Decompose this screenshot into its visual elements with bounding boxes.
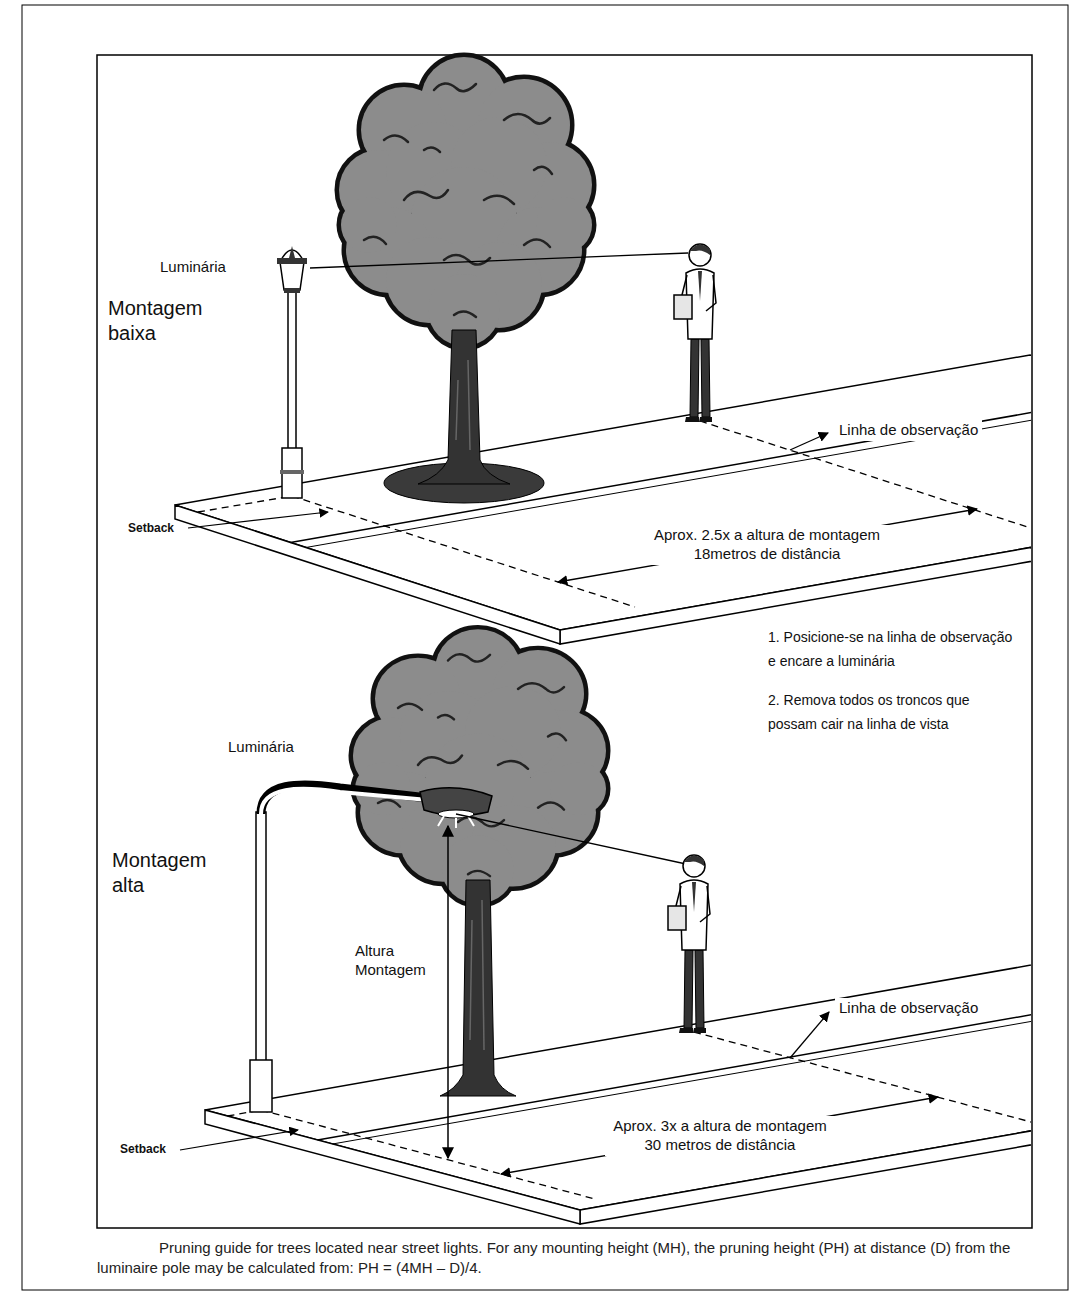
leader-arrow [790, 433, 828, 450]
leader-arrow [188, 512, 328, 528]
observer-figure [674, 244, 716, 422]
sidewalk-slab-bottom [205, 960, 1031, 1224]
leader-arrow [180, 1130, 298, 1150]
observation-label: Linha de observação [835, 998, 982, 1019]
observation-label: Linha de observação [835, 420, 982, 441]
sight-line [456, 814, 686, 864]
tree-top [337, 55, 594, 503]
distance-label: Aprox. 2.5x a altura de montagem 18metro… [643, 525, 891, 565]
figure-caption: Pruning guide for trees located near str… [97, 1238, 1032, 1278]
luminaire-label: Luminária [160, 258, 226, 277]
high-lamp-post [250, 785, 492, 1112]
distance-label: Aprox. 3x a altura de montagem 30 metros… [605, 1116, 835, 1156]
low-lamp-post [277, 246, 307, 498]
instruction-note: 2. Remova todos os troncos que possam ca… [768, 688, 983, 736]
height-label: Altura Montagem [355, 942, 435, 980]
instruction-note: 1. Posicione-se na linha de observação e… [768, 625, 1018, 673]
sight-line [310, 253, 688, 268]
height-arrow [447, 826, 449, 1158]
sidewalk-slab-top [175, 355, 1031, 644]
leader-arrow [790, 1012, 829, 1058]
panel-title: Montagem baixa [108, 296, 223, 346]
distance-arrow [558, 509, 977, 582]
setback-label: Setback [128, 521, 174, 536]
setback-label: Setback [120, 1142, 166, 1157]
tree-bottom [351, 627, 608, 1096]
observer-figure [668, 855, 710, 1033]
panel-title: Montagem alta [112, 848, 227, 898]
luminaire-label: Luminária [228, 738, 294, 757]
distance-arrow [501, 1097, 938, 1174]
